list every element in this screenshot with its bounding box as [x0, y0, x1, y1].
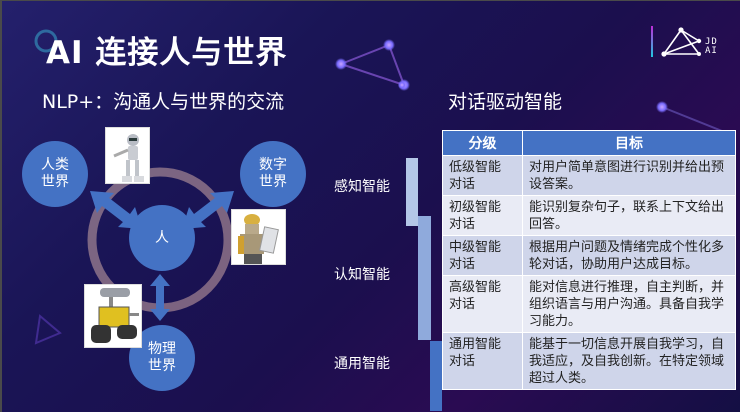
node-label: 人: [155, 229, 169, 246]
cell-goal: 根据用户问题及情绪完成个性化多轮对话，协助用户达成目标。: [522, 235, 736, 276]
right-subtitle: 对话驱动智能: [448, 91, 563, 113]
node-center-human: 人: [129, 205, 195, 271]
level-label-perception: 感知智能: [334, 179, 390, 195]
cell-level: 通用智能对话: [442, 332, 523, 390]
cell-level: 中级智能对话: [442, 235, 523, 276]
node-human-world: 人类世界: [22, 141, 88, 207]
table-header-row: 分级 目标: [442, 130, 736, 156]
node-label: 世界: [41, 174, 69, 190]
cell-level: 低级智能对话: [442, 155, 523, 196]
node-label: 世界: [259, 174, 287, 190]
logo-text: JD AI: [705, 38, 718, 56]
left-subtitle: NLP+：沟通人与世界的交流: [42, 91, 285, 113]
cell-goal: 能对信息进行推理，自主判断，并组织语言与用户沟通。具备自我学习能力。: [522, 275, 736, 333]
table-row: 通用智能对话 能基于一切信息开展自我学习，自我适应，及自我创新。在特定领域超过人…: [442, 332, 736, 390]
cell-goal: 能基于一切信息开展自我学习，自我适应，及自我创新。在特定领域超过人类。: [522, 332, 736, 390]
slide-title: AI 连接人与世界: [46, 35, 288, 71]
level-label-general: 通用智能: [334, 356, 390, 372]
table-row: 初级智能对话 能识别复杂句子，联系上下文给出回答。: [442, 195, 736, 236]
white-robot-image: [105, 127, 150, 184]
node-label: 数字: [259, 157, 287, 173]
cell-goal: 对用户简单意图进行识别并给出预设答案。: [522, 155, 736, 196]
wall-e-robot-image: [84, 284, 142, 348]
logo-line2: AI: [705, 46, 718, 56]
node-label: 世界: [148, 358, 176, 374]
cell-level: 初级智能对话: [442, 195, 523, 236]
cell-goal: 能识别复杂句子，联系上下文给出回答。: [522, 195, 736, 236]
node-digital-world: 数字世界: [240, 141, 306, 207]
level-label-cognition: 认知智能: [334, 267, 390, 283]
level-bar-cognition: [418, 216, 431, 340]
header-level: 分级: [442, 130, 523, 156]
level-bar-perception: [406, 158, 418, 226]
table-row: 低级智能对话 对用户简单意图进行识别并给出预设答案。: [442, 155, 736, 196]
cell-level: 高级智能对话: [442, 275, 523, 333]
table-row: 高级智能对话 能对信息进行推理，自主判断，并组织语言与用户沟通。具备自我学习能力…: [442, 275, 736, 333]
table-row: 中级智能对话 根据用户问题及情绪完成个性化多轮对话，协助用户达成目标。: [442, 235, 736, 276]
level-bar-general: [430, 341, 442, 411]
levels-table: 分级 目标 低级智能对话 对用户简单意图进行识别并给出预设答案。 初级智能对话 …: [442, 130, 736, 390]
header-goal: 目标: [522, 130, 736, 156]
gold-robot-image: [231, 209, 286, 265]
jd-ai-logo-icon: [651, 26, 702, 57]
logo-line1: JD: [705, 37, 718, 47]
node-label: 物理: [148, 341, 176, 357]
node-label: 人类: [41, 157, 69, 173]
